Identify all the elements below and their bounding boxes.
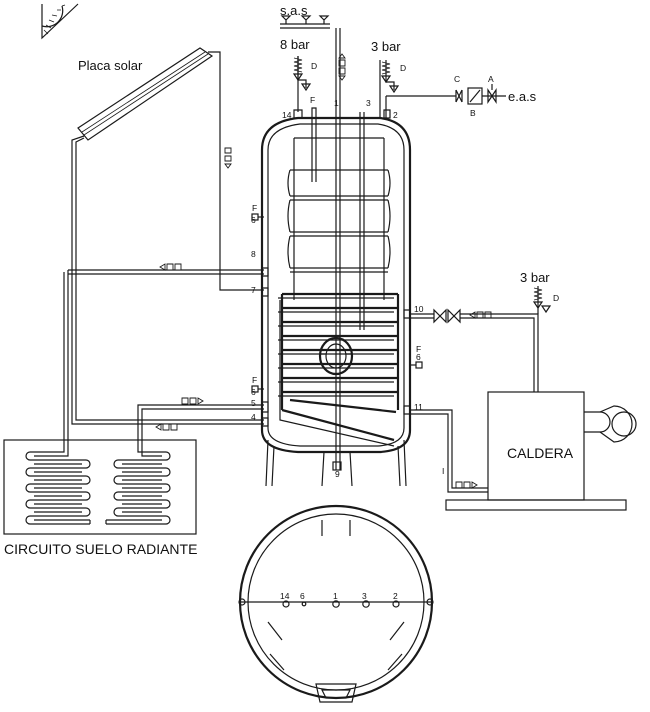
pipe-boiler-supply (410, 313, 539, 392)
port-8: 8 (251, 249, 256, 259)
tank-top-view (238, 504, 434, 703)
letter-d-8bar: D (311, 61, 317, 71)
label-eas: e.a.s (508, 89, 537, 104)
port-10: 10 (414, 304, 424, 314)
sensor-ports (251, 213, 423, 393)
port-6a: 6 (251, 215, 256, 225)
port-6b: 6 (251, 387, 256, 397)
port-14: 14 (282, 110, 292, 120)
port-2: 2 (393, 110, 398, 120)
floor-heating-circuit (3, 439, 197, 535)
label-3bar-top: 3 bar (371, 39, 401, 54)
topview-3: 3 (362, 591, 367, 601)
letter-d-boiler: D (553, 293, 559, 303)
port-5: 5 (251, 398, 256, 408)
label-caldera: CALDERA (507, 445, 574, 461)
topview-1: 1 (333, 591, 338, 601)
pipe-boiler-return (410, 409, 488, 489)
port-3: 3 (366, 98, 371, 108)
valve-boiler (433, 308, 461, 324)
pipe-solar-return (75, 137, 264, 421)
letter-f-top: F (310, 95, 315, 105)
label-suelo-radiante: CIRCUITO SUELO RADIANTE (4, 541, 197, 557)
port-11: 11 (414, 402, 423, 412)
top-connections (280, 15, 456, 119)
letter-a: A (488, 74, 494, 84)
letter-i: I (442, 466, 444, 476)
topview-6: 6 (300, 591, 305, 601)
letter-b: B (470, 108, 476, 118)
safety-valve-8bar (292, 56, 312, 92)
letter-f-6a: F (252, 203, 257, 213)
label-sas: s.a.s (280, 3, 308, 18)
topview-2: 2 (393, 591, 398, 601)
port-7: 7 (251, 285, 256, 295)
inlet-valves (455, 84, 506, 105)
heating-coil (278, 292, 400, 447)
topview-14: 14 (280, 591, 290, 601)
pipe-solar-supply (208, 51, 264, 291)
letter-c: C (454, 74, 460, 84)
letter-f-6c: F (416, 344, 421, 354)
letter-f-6b: F (252, 375, 257, 385)
safety-valve-3bar-top (380, 60, 400, 94)
port-1: 1 (334, 98, 339, 108)
label-8bar: 8 bar (280, 37, 310, 52)
storage-tank (260, 112, 412, 487)
label-placa-solar: Placa solar (78, 58, 143, 73)
letter-d-3bar: D (400, 63, 406, 73)
port-4: 4 (251, 412, 256, 422)
label-3bar-boiler: 3 bar (520, 270, 550, 285)
port-6c: 6 (416, 352, 421, 362)
boiler (445, 391, 637, 511)
port-9: 9 (335, 469, 340, 479)
sun-icon (41, 3, 79, 40)
pipe-floor-b (137, 404, 264, 448)
solar-panel (77, 47, 214, 141)
safety-valve-3bar-boiler (532, 286, 552, 314)
